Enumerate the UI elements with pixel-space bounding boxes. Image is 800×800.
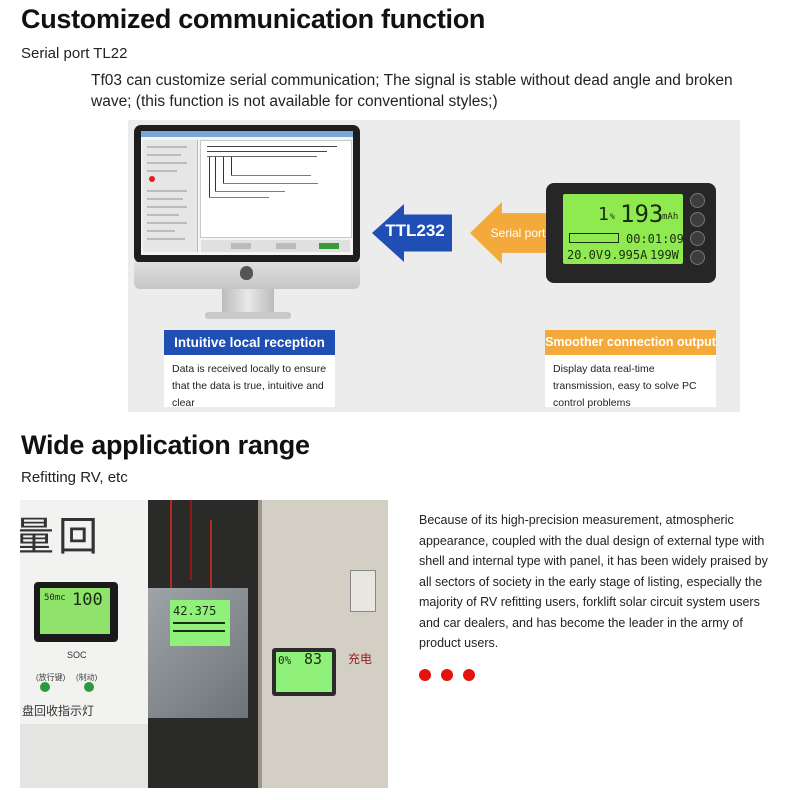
application-description: Because of its high-precision measuremen…: [419, 513, 768, 650]
indicator-light-left: [40, 682, 50, 692]
lcd-current: 9.995A: [604, 248, 648, 262]
section-subtitle-rv: Refitting RV, etc: [21, 469, 128, 486]
lcd-battery-icon: [569, 233, 619, 243]
software-data-log: [200, 140, 352, 238]
device-button-4: [690, 250, 705, 265]
intuitive-reception-heading: Intuitive local reception: [164, 330, 335, 355]
meter3-label: 0%: [278, 654, 292, 667]
carousel-dot-3: [463, 669, 475, 681]
monitor-stand-base: [205, 312, 291, 319]
soc-label: SOC: [67, 650, 87, 660]
button-label-right: (制动): [76, 673, 98, 682]
monitor-stand: [222, 289, 274, 315]
section-title-communication: Customized communication function: [21, 4, 486, 34]
box-sign-text: 充电: [348, 652, 373, 666]
software-status-bar: [201, 240, 350, 252]
meter1-big-reading: 100: [72, 590, 103, 610]
intuitive-reception-text: Data is received locally to ensure that …: [164, 355, 335, 409]
sign-characters: 量回: [20, 514, 102, 560]
device-button-1: [690, 193, 705, 208]
lcd-mah-unit: mAh: [662, 212, 679, 222]
software-window-titlebar: [141, 131, 353, 137]
section-subtitle-serial-port: Serial port TL22: [21, 45, 128, 62]
serial-port-label: Serial port: [490, 226, 546, 240]
lcd-time: 00:01:09: [626, 232, 684, 246]
carousel-dot-1: [419, 669, 431, 681]
meter1-top-reading: 50mc: [44, 593, 66, 603]
carousel-dots: [419, 668, 485, 686]
smoother-output-text: Display data real-time transmission, eas…: [545, 355, 716, 409]
smoother-output-heading: Smoother connection output: [545, 330, 716, 355]
lcd-power: 199W: [650, 248, 679, 262]
lcd-mah-value: 193: [620, 200, 664, 228]
ttl232-label: TTL232: [385, 221, 445, 240]
rv-installation-photo: 量回 50mc 100 SOC (放行键) (制动) 盘回收指示灯 42.375…: [20, 500, 388, 788]
device-lcd-display: [563, 194, 683, 264]
bottom-sign-text: 盘回收指示灯: [22, 704, 95, 718]
lcd-capacity-pct: 1: [598, 204, 609, 225]
button-label-left: (放行键): [36, 673, 66, 682]
software-settings-panel: [143, 140, 198, 252]
device-button-2: [690, 212, 705, 227]
communication-description: Tf03 can customize serial communication;…: [91, 72, 733, 110]
lcd-capacity-unit: %: [610, 212, 615, 221]
carousel-dot-2: [441, 669, 453, 681]
device-button-3: [690, 231, 705, 246]
meter2-big-reading: 42.375: [173, 604, 217, 618]
lcd-voltage: 20.0V: [567, 248, 604, 262]
section-title-application: Wide application range: [21, 430, 310, 460]
indicator-light-right: [84, 682, 94, 692]
meter3-big-reading: 83: [304, 650, 323, 668]
apple-logo-icon: [240, 266, 253, 280]
